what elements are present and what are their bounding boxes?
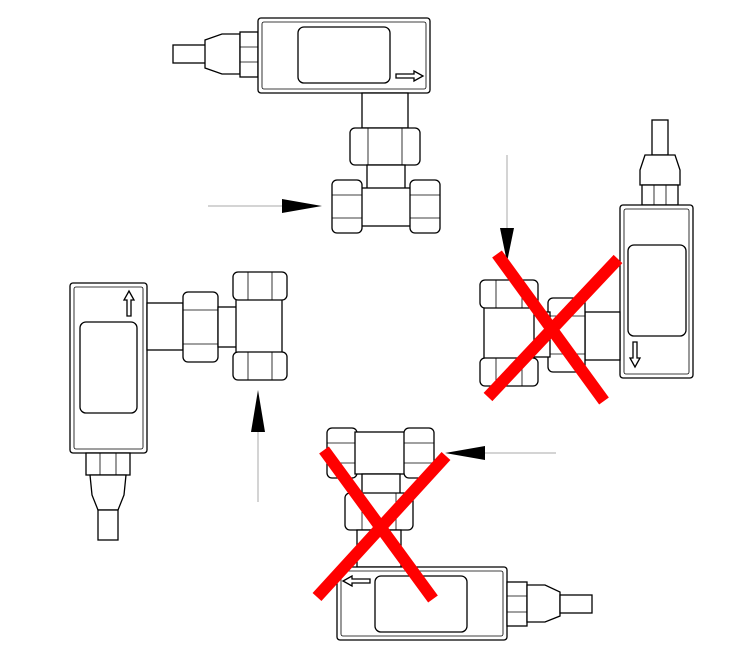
- gland-hex: [239, 31, 259, 78]
- flow-direction-arrow-icon: [500, 228, 514, 262]
- cable: [559, 594, 593, 614]
- gland-hex: [641, 184, 679, 206]
- flow-direction-arrow-icon: [282, 199, 322, 213]
- cable: [651, 119, 669, 156]
- hex-nut: [349, 127, 421, 166]
- flow-direction-arrow-icon: [445, 446, 485, 460]
- tee-neck: [366, 164, 406, 191]
- flow-arrow-right-icon: [395, 69, 425, 83]
- tee-body: [354, 431, 408, 475]
- display-window: [627, 244, 687, 337]
- tee-body: [235, 297, 283, 355]
- flow-arrow-left-icon: [341, 574, 371, 588]
- gland-hex: [85, 452, 131, 476]
- tee-body: [359, 187, 413, 227]
- tee-end-top: [232, 271, 288, 301]
- flow-arrow-down-icon: [628, 341, 642, 369]
- cable-gland-nut: [89, 474, 127, 511]
- cable: [172, 44, 208, 64]
- hex-nut: [182, 291, 219, 363]
- installation-right-not-allowed: [479, 119, 694, 405]
- flow-direction-arrow-icon: [251, 390, 265, 432]
- installation-left-allowed: [69, 271, 288, 541]
- gland-hex: [506, 581, 528, 627]
- display-window: [79, 321, 138, 414]
- flow-arrow-up-icon: [122, 289, 136, 317]
- tee-neck: [217, 306, 239, 348]
- stem: [146, 302, 184, 351]
- display-window: [297, 26, 391, 84]
- cable-gland-nut: [526, 584, 561, 623]
- tee-end-bottom: [232, 351, 288, 381]
- installation-top-allowed: [172, 17, 441, 234]
- stem: [584, 311, 621, 361]
- tee-neck: [361, 473, 401, 495]
- cable: [97, 509, 119, 541]
- cable-gland-nut: [204, 33, 241, 75]
- installation-bottom-not-allowed: [312, 427, 593, 641]
- cable-gland-nut: [639, 154, 681, 186]
- stem: [361, 92, 409, 129]
- tee-end-right: [409, 179, 441, 234]
- tee-end-left: [331, 179, 363, 234]
